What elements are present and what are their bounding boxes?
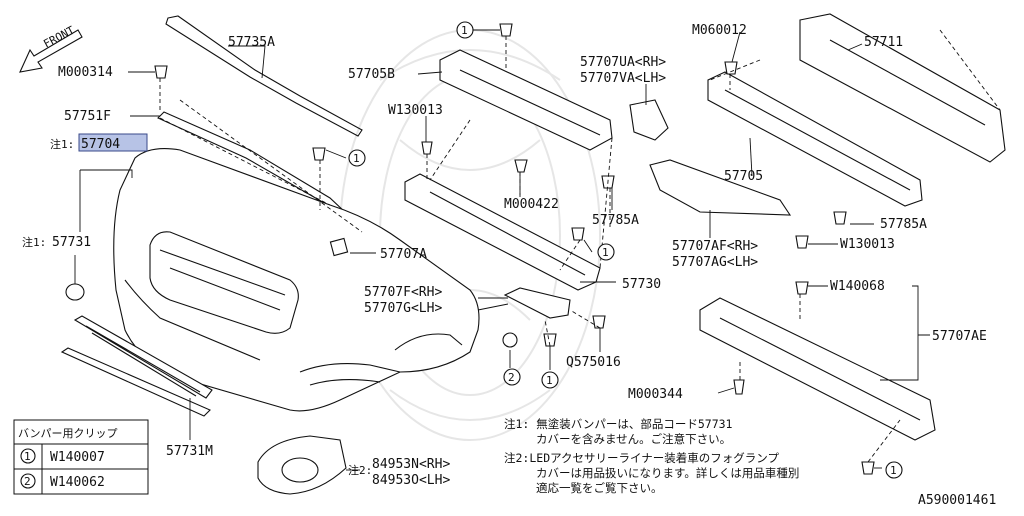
- callout-1-e: 1: [546, 374, 553, 387]
- label-57731: 57731: [52, 235, 91, 250]
- leader-lines: [74, 29, 930, 471]
- clip-table-row1-marker: 1: [24, 450, 31, 463]
- label-57707F: 57707F<RH>: [364, 285, 442, 300]
- clip-table-title: バンパー用クリップ: [18, 427, 118, 440]
- clip-table-row2-part: W140062: [50, 475, 105, 490]
- note2-prefix: 注2:: [348, 463, 372, 477]
- note2-line2: カバーは用品扱いになります。詳しくは用品車種別: [536, 466, 799, 480]
- bracket-57707UA: [629, 99, 669, 141]
- tow-hook-cover-57731: [65, 283, 85, 301]
- note1-line1: 注1: 無塗装バンパーは、部品コード57731: [504, 417, 733, 431]
- label-57707AG: 57707AG<LH>: [672, 255, 758, 270]
- fog-lamp-cover-84953: [257, 435, 347, 495]
- note1-prefix-b: 注1:: [22, 235, 46, 249]
- reinforcement-57705: [707, 71, 923, 207]
- label-M000344: M000344: [628, 387, 683, 402]
- notes-block: 注1: 無塗装バンパーは、部品コード57731 カバーを含みません。ご注意下さい…: [504, 417, 799, 495]
- note1-line2: カバーを含みません。ご注意下さい。: [536, 432, 731, 446]
- label-57707AE: 57707AE: [932, 329, 987, 344]
- note1-prefix-a: 注1:: [50, 137, 74, 151]
- highlight-57704: [78, 133, 148, 152]
- label-84953N: 84953N<RH>: [372, 457, 450, 472]
- label-M000422: M000422: [504, 197, 559, 212]
- label-57711: 57711: [864, 35, 903, 50]
- label-57785A-a: 57785A: [592, 213, 639, 228]
- label-57705: 57705: [724, 169, 763, 184]
- upper-molding-strip-57735A: [165, 15, 363, 137]
- note2-line3: 適応一覧をご覧下さい。: [536, 481, 663, 495]
- label-57707VA: 57707VA<LH>: [580, 71, 666, 86]
- part-labels: 57735A M000314 57751F 注1: 57704 注1: 5773…: [22, 23, 987, 488]
- front-bumper-face-57704: [113, 148, 480, 412]
- lower-grille-57731M: [60, 315, 213, 417]
- label-57730: 57730: [622, 277, 661, 292]
- fasteners: [154, 23, 875, 475]
- clip-table-row2-marker: 2: [24, 475, 31, 488]
- bracket-57707F: [503, 287, 571, 319]
- label-Q575016: Q575016: [566, 355, 621, 370]
- label-57707UA: 57707UA<RH>: [580, 55, 666, 70]
- callout-markers: 1 1 1 1 2 1: [348, 21, 903, 479]
- label-57735A: 57735A: [228, 35, 275, 50]
- clip-table-row1-part: W140007: [50, 450, 105, 465]
- callout-1-c: 1: [602, 246, 609, 259]
- label-W130013-b: W130013: [840, 237, 895, 252]
- callout-2-a: 2: [508, 371, 515, 384]
- lower-beam-57707AE: [699, 297, 936, 441]
- label-57704: 57704: [81, 137, 120, 152]
- label-57707A: 57707A: [380, 247, 427, 262]
- label-57707G: 57707G<LH>: [364, 301, 442, 316]
- label-M000314: M000314: [58, 65, 113, 80]
- clip-57707A: [329, 237, 349, 257]
- label-57731M: 57731M: [166, 444, 213, 459]
- label-84953O: 84953O<LH>: [372, 473, 450, 488]
- label-W130013-a: W130013: [388, 103, 443, 118]
- label-57705B: 57705B: [348, 67, 395, 82]
- diagram-code: A590001461: [918, 493, 996, 508]
- label-57707AF: 57707AF<RH>: [672, 239, 758, 254]
- clip-table: バンパー用クリップ 1 W140007 2 W140062: [13, 419, 149, 495]
- label-W140068: W140068: [830, 279, 885, 294]
- alignment-lines: [159, 29, 1001, 463]
- front-label: FRONT: [41, 23, 77, 50]
- callout-1-a: 1: [461, 24, 468, 37]
- callout-1-b: 1: [353, 152, 360, 165]
- label-57785A-b: 57785A: [880, 217, 927, 232]
- energy-absorber-57711: [799, 13, 1006, 163]
- bracket-57707AF: [649, 159, 792, 216]
- callout-1-d: 1: [890, 464, 897, 477]
- note2-line1: 注2:LEDアクセサリーライナー装着車のフォグランプ: [504, 451, 779, 465]
- label-57751F: 57751F: [64, 109, 111, 124]
- label-M060012: M060012: [692, 23, 747, 38]
